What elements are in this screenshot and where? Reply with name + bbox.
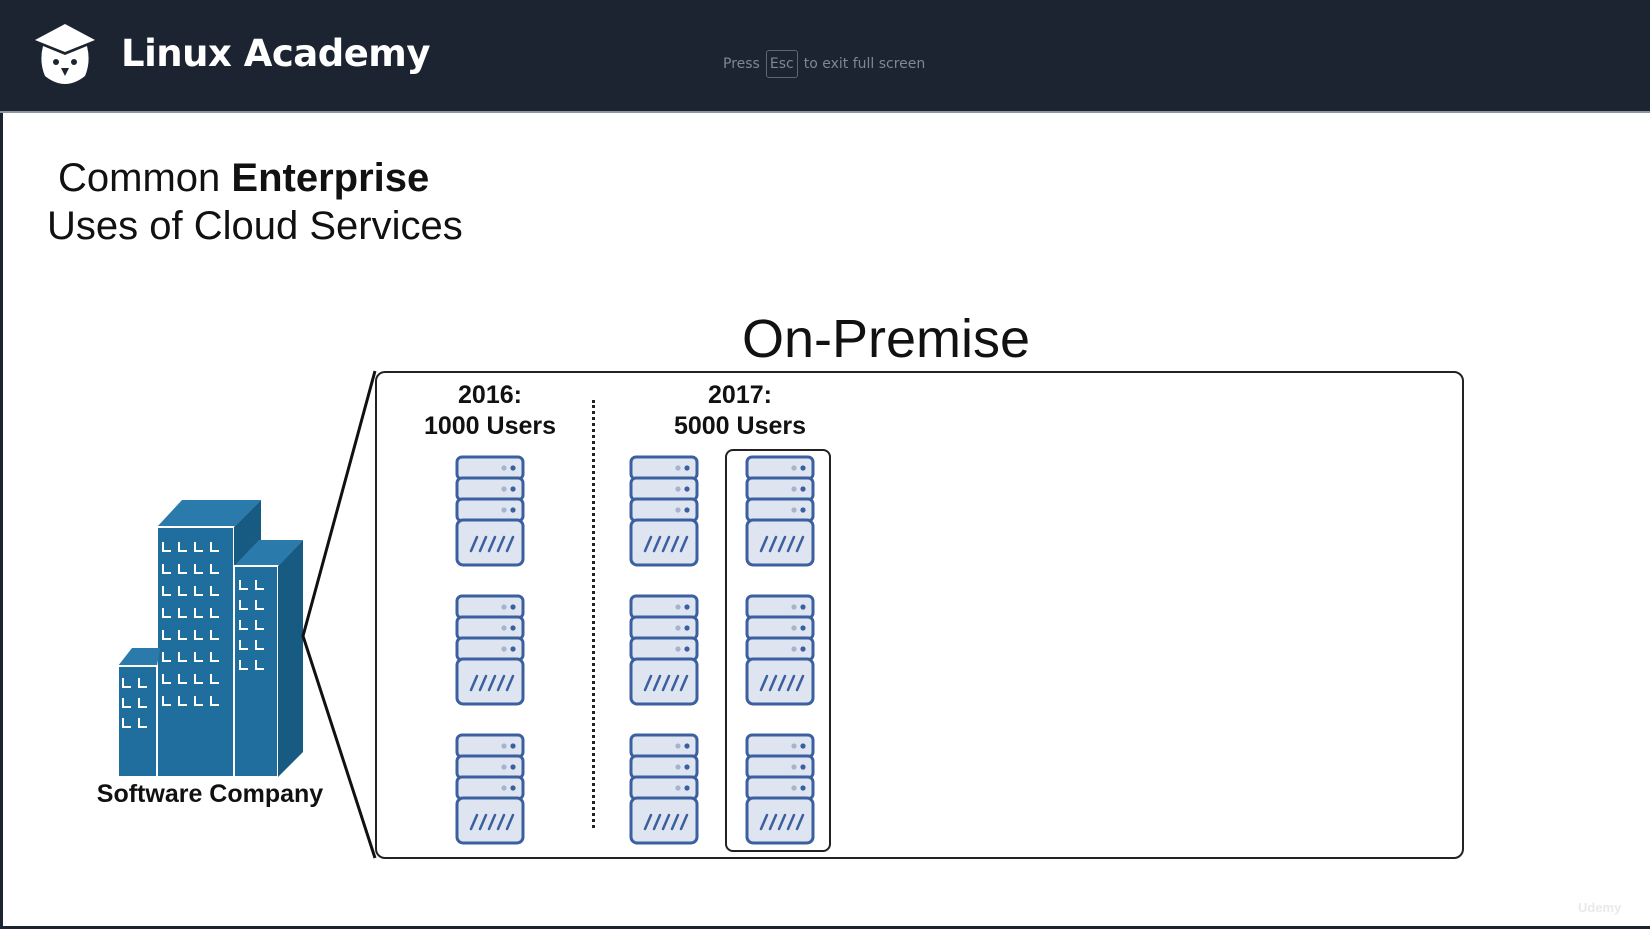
hint-suffix: to exit full screen	[803, 56, 926, 72]
server-icon	[629, 733, 699, 850]
building-icon	[117, 500, 303, 778]
server-icon	[629, 594, 699, 711]
section-title: On-Premise	[741, 309, 1031, 369]
server-icon	[455, 594, 525, 711]
slide-title-line2: Uses of Cloud Services	[47, 204, 463, 248]
brand-name: Linux Academy	[121, 32, 430, 75]
frame-edge	[0, 926, 1650, 929]
hint-prefix: Press	[723, 56, 760, 72]
year: 2016:	[458, 381, 522, 409]
group-2016-label: 2016: 1000 Users	[390, 380, 590, 442]
owl-logo-icon	[35, 24, 95, 84]
esc-key: Esc	[765, 50, 798, 78]
title-bold: Enterprise	[231, 156, 430, 200]
company-label: Software Company	[96, 780, 324, 808]
server-icon	[745, 733, 815, 850]
users: 1000 Users	[423, 412, 557, 440]
top-bar: Linux Academy Press Esc to exit full scr…	[0, 0, 1650, 113]
new-servers-highlight	[725, 449, 831, 852]
udemy-watermark: Udemy	[1578, 900, 1622, 915]
fullscreen-hint: Press Esc to exit full screen	[723, 50, 925, 78]
server-icon	[455, 733, 525, 850]
server-icon	[745, 455, 815, 572]
zoom-line	[301, 370, 377, 859]
title-normal: Common	[58, 156, 232, 200]
on-premise-box	[375, 371, 1464, 859]
frame-edge	[0, 113, 3, 929]
year: 2017:	[708, 381, 772, 409]
slide-title-line1: Common Enterprise	[58, 156, 429, 201]
users: 5000 Users	[673, 412, 807, 440]
server-icon	[455, 455, 525, 572]
dotted-divider	[592, 400, 595, 828]
server-icon	[745, 594, 815, 711]
server-icon	[629, 455, 699, 572]
group-2017-label: 2017: 5000 Users	[640, 380, 840, 442]
